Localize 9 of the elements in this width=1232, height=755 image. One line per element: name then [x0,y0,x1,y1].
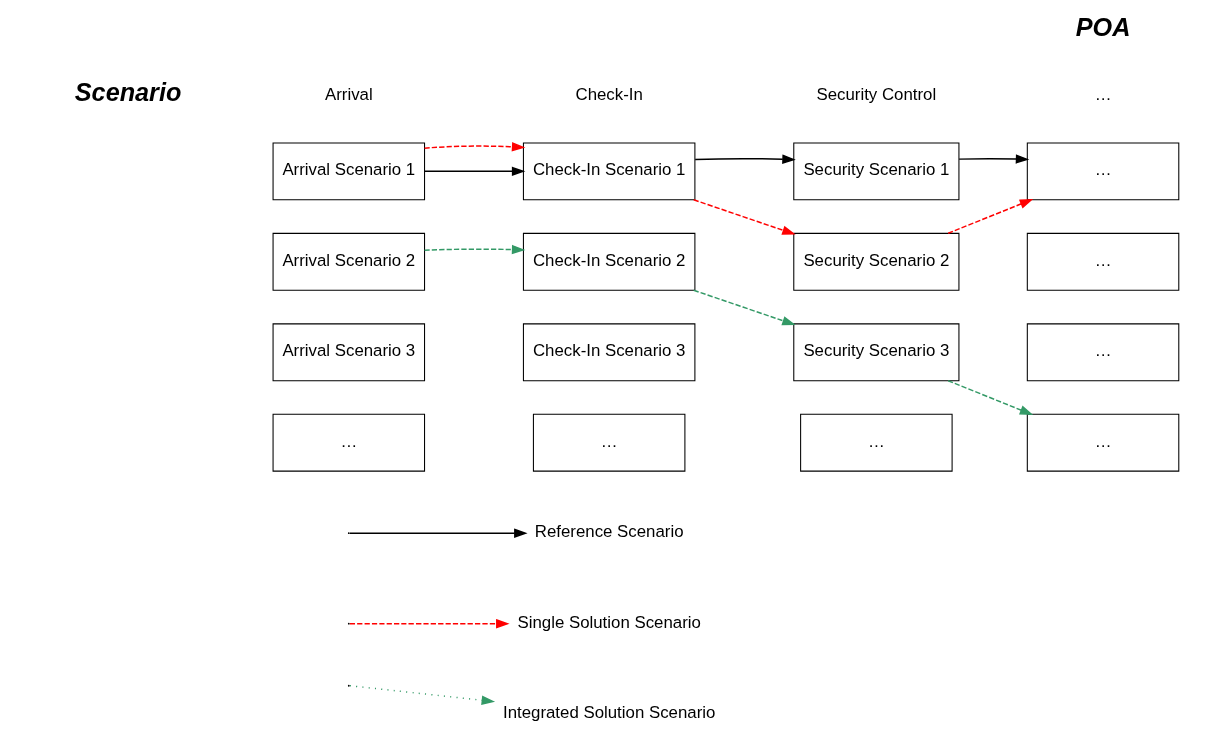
label: Scenario [74,78,182,107]
label: POA [1075,12,1131,41]
label: Security Control [816,84,937,104]
legend-label: Reference Scenario [534,522,684,542]
label: Arrival [324,84,373,104]
label: Check-In [575,84,643,104]
legend-label: Integrated Solution Scenario [502,703,716,723]
label: … [1094,84,1112,104]
legend-label: Single Solution Scenario [517,612,701,632]
